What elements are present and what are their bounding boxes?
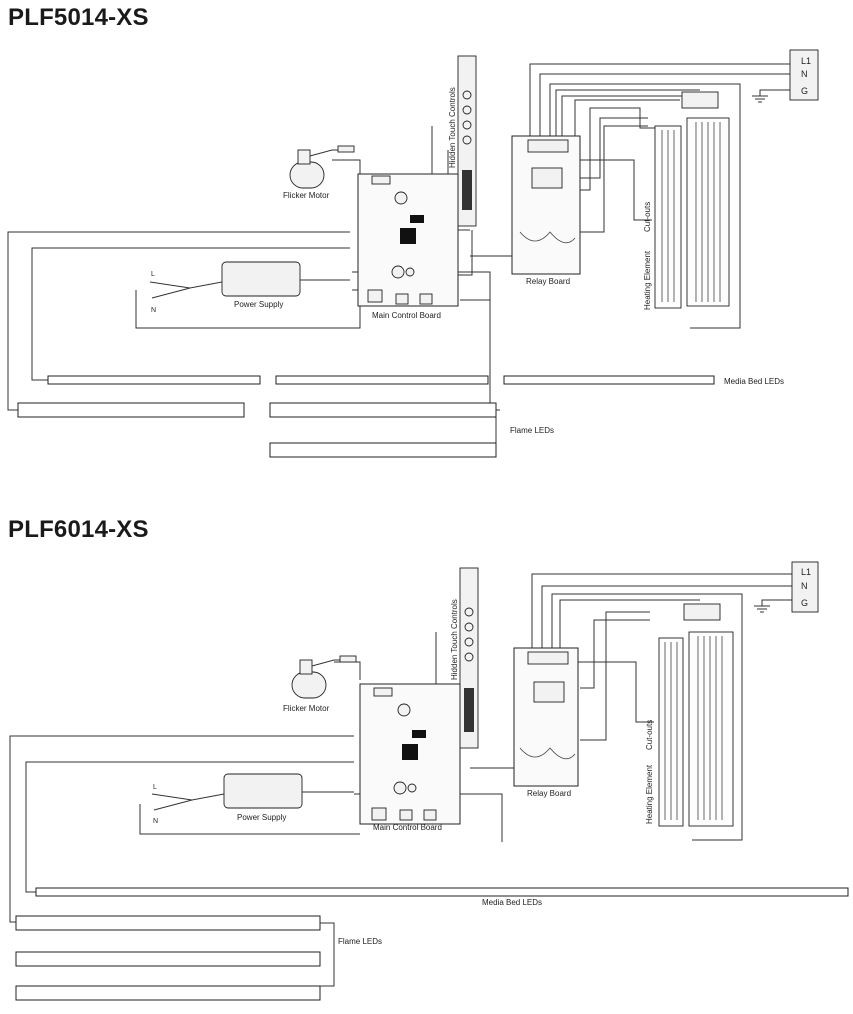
terminal-g: G <box>801 598 808 608</box>
flame-leds-label: Flame LEDs <box>338 937 382 946</box>
terminal-l1: L1 <box>801 56 811 66</box>
flame-led-strips: Flame LEDs <box>17 402 554 458</box>
media-bed-leds-label: Media Bed LEDs <box>482 898 542 907</box>
flicker-motor: Flicker Motor <box>283 145 355 200</box>
media-bed-led-strip: Media Bed LEDs <box>35 887 849 907</box>
main-control-board: Main Control Board <box>357 173 459 320</box>
terminal-l1: L1 <box>801 567 811 577</box>
wiring-diagram-plf6014: L1 N G Flicker Motor Hidden Touch Contro… <box>9 561 849 1001</box>
relay-board: Relay Board <box>513 647 579 798</box>
cut-outs-label: Cut-outs <box>643 202 652 232</box>
hidden-touch-controls-label: Hidden Touch Controls <box>448 87 457 168</box>
relay-board: Relay Board <box>511 135 581 286</box>
heater-assembly: Cut-outs Heating Element <box>645 603 734 827</box>
power-supply-n: N <box>153 818 158 825</box>
hidden-touch-controls-label: Hidden Touch Controls <box>450 599 459 680</box>
terminal-n: N <box>801 69 808 79</box>
main-control-board-label: Main Control Board <box>373 823 442 832</box>
model-title-plf5014: PLF5014-XS <box>8 4 149 31</box>
terminal-block: L1 N G <box>754 561 819 613</box>
flame-led-strips: Flame LEDs <box>15 915 382 1001</box>
model-title-plf6014: PLF6014-XS <box>8 516 149 543</box>
hidden-touch-controls: Hidden Touch Controls <box>431 55 477 227</box>
power-supply-l: L <box>151 271 155 278</box>
power-supply: L N Power Supply <box>149 261 350 314</box>
heating-element-label: Heating Element <box>643 250 652 310</box>
heating-element-label: Heating Element <box>645 764 654 824</box>
power-supply-n: N <box>151 307 156 314</box>
flicker-motor-label: Flicker Motor <box>283 191 330 200</box>
media-bed-leds-label: Media Bed LEDs <box>724 377 784 386</box>
power-supply-label: Power Supply <box>237 813 286 822</box>
terminal-g: G <box>801 86 808 96</box>
heater-assembly: Cut-outs Heating Element <box>643 91 730 310</box>
main-control-board-label: Main Control Board <box>372 311 441 320</box>
cut-outs-label: Cut-outs <box>645 720 654 750</box>
ground-icon <box>754 605 770 613</box>
flicker-motor-label: Flicker Motor <box>283 704 330 713</box>
power-supply-label: Power Supply <box>234 300 283 309</box>
flame-leds-label: Flame LEDs <box>510 426 554 435</box>
terminal-block: L1 N G <box>752 49 819 103</box>
flicker-motor: Flicker Motor <box>283 655 357 713</box>
relay-board-label: Relay Board <box>527 789 571 798</box>
hidden-touch-controls: Hidden Touch Controls <box>435 567 479 749</box>
relay-board-label: Relay Board <box>526 277 570 286</box>
ground-icon <box>752 95 768 103</box>
power-supply: L N Power Supply <box>151 773 354 825</box>
terminal-n: N <box>801 581 808 591</box>
main-control-board: Main Control Board <box>359 683 461 832</box>
power-supply-l: L <box>153 784 157 791</box>
wires <box>9 573 792 923</box>
wiring-diagram-plf5014: L1 N G Flicker Motor Hidden Touch Contro… <box>7 49 819 458</box>
media-bed-led-strips: Media Bed LEDs <box>47 375 784 386</box>
